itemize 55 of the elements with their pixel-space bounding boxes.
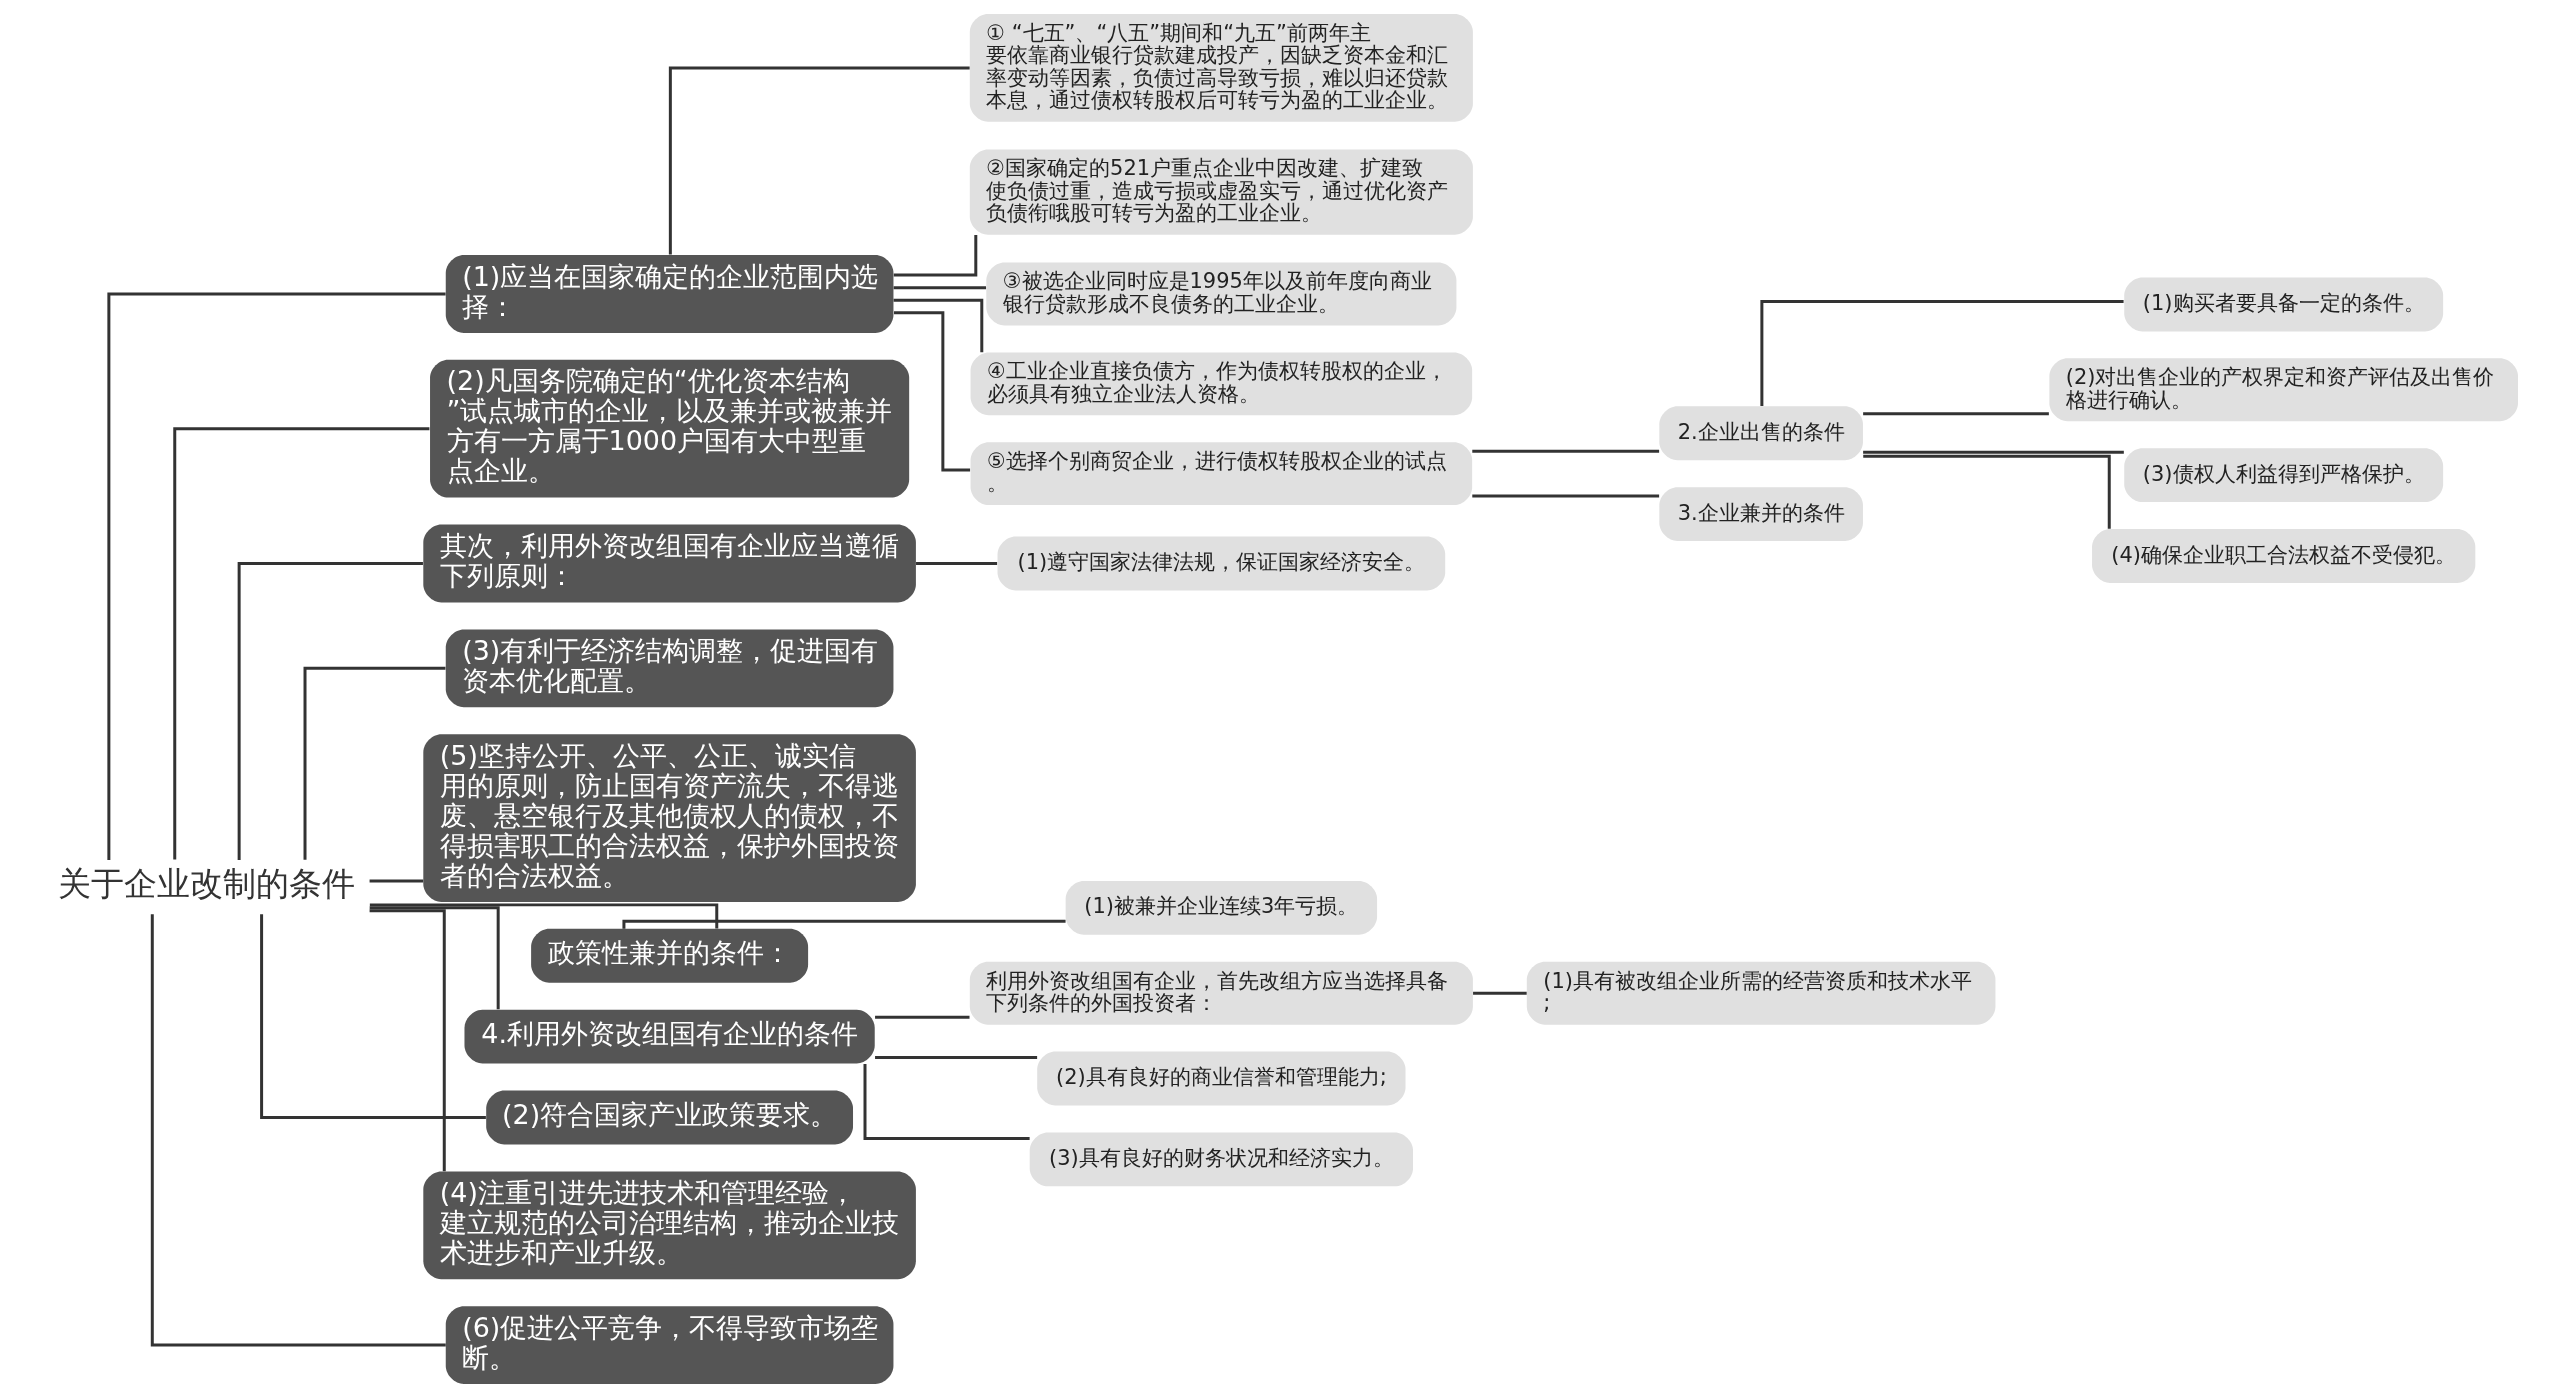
connector [1759, 299, 2124, 406]
connector [369, 879, 423, 883]
node-box: 政策性兼并的条件： [530, 928, 808, 983]
node-box: (3)具有良好的财务状况和经济实力。 [1029, 1132, 1413, 1187]
connector [106, 292, 446, 860]
node-text: 关于企业改制的条件 [57, 864, 355, 904]
connector [915, 562, 997, 565]
connector [893, 286, 986, 290]
connector [863, 1063, 1030, 1140]
node-box: 3.企业兼并的条件 [1658, 487, 1863, 542]
connector [1862, 454, 2111, 529]
node-box: (3)债权人利益得到严格保护。 [2123, 448, 2443, 503]
node-box: ③被选企业同时应是1995年以及前年度向商业银行贷款形成不良债务的工业企业。 [985, 262, 1456, 326]
connector [893, 235, 977, 277]
connector [1862, 450, 2124, 454]
connector [874, 1056, 1037, 1060]
node-box: 2.企业出售的条件 [1658, 406, 1863, 461]
connector [303, 666, 445, 860]
connector [237, 562, 423, 860]
connector [259, 914, 486, 1119]
connector [172, 427, 429, 860]
node-box: ④工业企业直接负债方，作为债权转股权的企业，必须具有独立企业法人资格。 [970, 352, 1472, 416]
connector [893, 311, 970, 472]
connector [621, 919, 1066, 929]
node-box: ① “七五”、“八五”期间和“九五”前两年主要依靠商业银行贷款建成投产，因缺乏资本金和汇率变动等因素，负债过高导致亏损，难以归还贷款本息，通过债权转股权后可转亏为盈的工业企业。 [969, 14, 1473, 122]
connector [1471, 449, 1659, 453]
node-box: 其次，利用外资改组国有企业应当遵循下列原则： [422, 524, 916, 603]
node-box: (3)有利于经济结构调整，促进国有资本优化配置。 [445, 629, 893, 708]
connector [668, 66, 970, 255]
node-box: 4.利用外资改组国有企业的条件 [464, 1009, 875, 1064]
node-box: (4)确保企业职工合法权益不受侵犯。 [2091, 529, 2475, 583]
connector [369, 903, 718, 929]
connector [1862, 412, 2049, 416]
node-box: (2)符合国家产业政策要求。 [485, 1090, 853, 1145]
node-box: 利用外资改组国有企业，首先改组方应当选择具备下列条件的外国投资者： [969, 961, 1473, 1025]
connector [150, 914, 446, 1347]
node-box: (1)具有被改组企业所需的经营资质和技术水平; [1526, 961, 1995, 1025]
node-box: (6)促进公平竞争，不得导致市场垄断。 [445, 1306, 893, 1384]
node-box: ②国家确定的521户重点企业中因改建、扩建致使负债过重，造成亏损或虚盈实亏，通过优化资产负债衔哦股可转亏为盈的工业企业。 [969, 149, 1473, 235]
node-box: (2)具有良好的商业信誉和管理能力; [1036, 1051, 1405, 1106]
node-box: (1)遵守国家法律法规，保证国家经济安全。 [997, 536, 1445, 591]
node-box: ⑤选择个别商贸企业，进行债权转股权企业的试点。 [970, 442, 1472, 506]
node-box: (2)凡国务院确定的“优化资本结构”试点城市的企业，以及兼并或被兼并方有一方属于1000户国有大中型重点企业。 [429, 359, 909, 498]
node-box: (5)坚持公开、公平、公正、诚实信用的原则，防止国有资产流失，不得逃废、悬空银行及其他债权人的债权，不得损害职工的合法权益，保护外国投资者的合法权益。 [422, 734, 916, 902]
connector [893, 298, 983, 353]
node-box: (1)被兼并企业连续3年亏损。 [1065, 880, 1377, 935]
connector [1472, 991, 1527, 995]
node-box: (1)应当在国家确定的企业范围内选择： [445, 255, 893, 333]
connector [874, 1015, 969, 1019]
connector [1471, 494, 1659, 498]
connector [369, 906, 500, 1010]
node-box: (4)注重引进先进技术和管理经验，建立规范的公司治理结构，推动企业技术进步和产业升级。 [422, 1171, 916, 1280]
node-box: (1)购买者要具备一定的条件。 [2123, 277, 2443, 332]
node-box: (2)对出售企业的产权界定和资产评估及出售价格进行确认。 [2048, 358, 2518, 422]
connector [369, 909, 446, 1172]
